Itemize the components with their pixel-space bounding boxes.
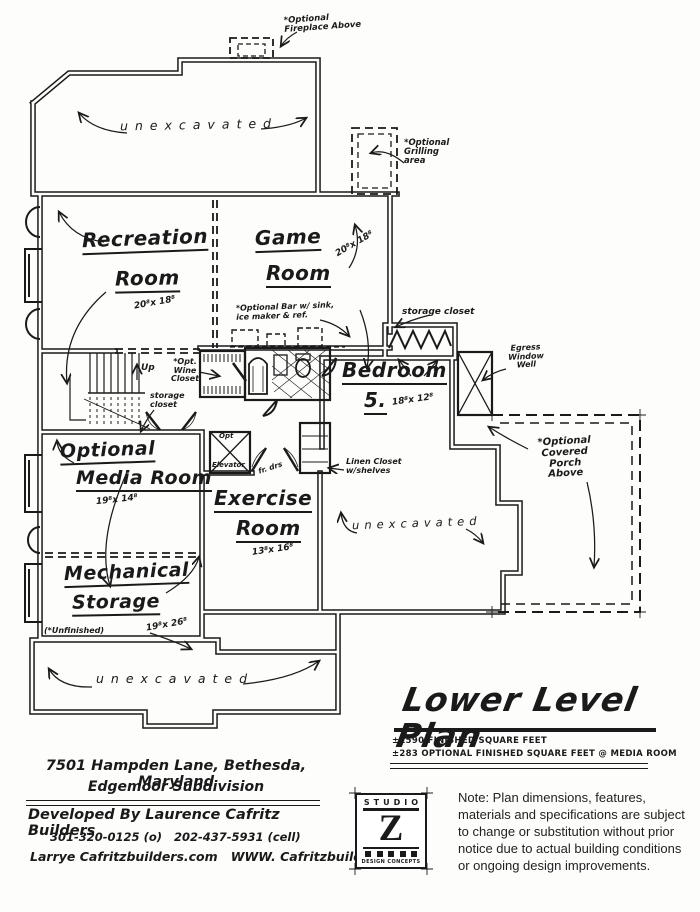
optional-fireplace-box (229, 37, 274, 59)
annotation-unexcavated-top: unexcavated (119, 115, 279, 134)
annotation-unexcavated-bottom: unexcavated (96, 671, 255, 686)
footer-rule (26, 800, 320, 806)
bay-window-arc (25, 206, 41, 238)
address-line1: 7501 Hampden Lane, Bethesda, Maryland (45, 758, 307, 790)
room-label-bedroom5-2: 5. (364, 389, 387, 415)
logo-studio-text: STUDIO (363, 798, 423, 807)
annotation-opt-wine-closet: *Opt. Wine Closet (170, 357, 200, 384)
title-underline (394, 728, 656, 732)
optional-sqft: ±283 OPTIONAL FINISHED SQUARE FEET @ MED… (392, 749, 677, 759)
logo-z-letter: Z (378, 807, 404, 849)
shower (248, 357, 268, 395)
annotation-optional-bar: *Optional Bar w/ sink, ice maker & ref. (235, 300, 335, 322)
developer-line: Developed By Laurence Cafritz Builders (28, 807, 280, 839)
logo-design-concepts-text: DESIGN CONCEPTS (361, 859, 421, 866)
bay-window-box (24, 248, 42, 303)
room-label-bedroom5: Bedroom (342, 359, 447, 385)
annotation-optional-grilling: *Optional Grilling area (404, 138, 450, 167)
room-label-exercise-2: Room (236, 517, 301, 543)
bedroom-door (321, 357, 337, 377)
sqft-underline (390, 763, 648, 769)
french-doors (250, 447, 300, 472)
room-label-game: Game (255, 224, 322, 253)
room-label-recreation: Recreation (82, 224, 209, 255)
door-leaves (145, 411, 197, 431)
room-label-media-2: Media Room (76, 468, 212, 492)
studio-z-logo: STUDIO Z DESIGN CONCEPTS (355, 793, 427, 869)
optional-bar-fixture (231, 329, 259, 347)
room-label-mechanical: Mechanical (64, 559, 190, 588)
optional-grilling-box (351, 127, 398, 195)
sink (273, 354, 288, 376)
egress-window-well-box (456, 350, 494, 417)
annotation-storage-closet-stairs: storage closet (150, 391, 185, 409)
annotation-elevator: Elevator (212, 461, 245, 469)
annotation-elevator-opt: Opt (219, 432, 234, 440)
stairs-risers (89, 353, 140, 393)
annotation-unfinished: (*Unfinished) (44, 626, 105, 635)
annotation-linen-closet: Linen Closet w/shelves (346, 457, 402, 475)
room-label-recreation-2: Room (115, 265, 180, 294)
annotation-egress-window-well: Egress Window Well (507, 342, 545, 370)
logo-squares (357, 851, 425, 858)
annotation-arrows (49, 31, 595, 688)
room-label-game-2: Room (266, 262, 331, 288)
stairs-lower-flight (89, 397, 140, 427)
disclaimer-note: Note: Plan dimensions, features, materia… (458, 790, 685, 873)
optional-porch-outline (492, 414, 641, 613)
closet-rod-zigzag (388, 328, 452, 351)
optional-elevator-box (208, 430, 252, 475)
annotation-covered-porch: *Optional Covered Porch Above (537, 434, 591, 481)
room-label-mechanical-2: Storage (72, 590, 161, 617)
bath-door (262, 399, 278, 417)
phone-line: 301-320-0125 (o) 202-437-5931 (cell) (50, 830, 301, 844)
linen-closet-box (298, 421, 332, 475)
annotation-up: Up (141, 363, 155, 373)
annotation-storage-closet-game: storage closet (402, 307, 475, 317)
room-label-exercise: Exercise (214, 487, 313, 513)
stairs-dimension-bracket (69, 377, 86, 421)
room-label-media: Optional (60, 437, 156, 466)
finished-sqft: ±1590 FINISHED SQUARE FEET (392, 736, 547, 746)
bathroom-box (243, 346, 332, 402)
address-line2: Edgemoor Subdivision (87, 779, 265, 795)
